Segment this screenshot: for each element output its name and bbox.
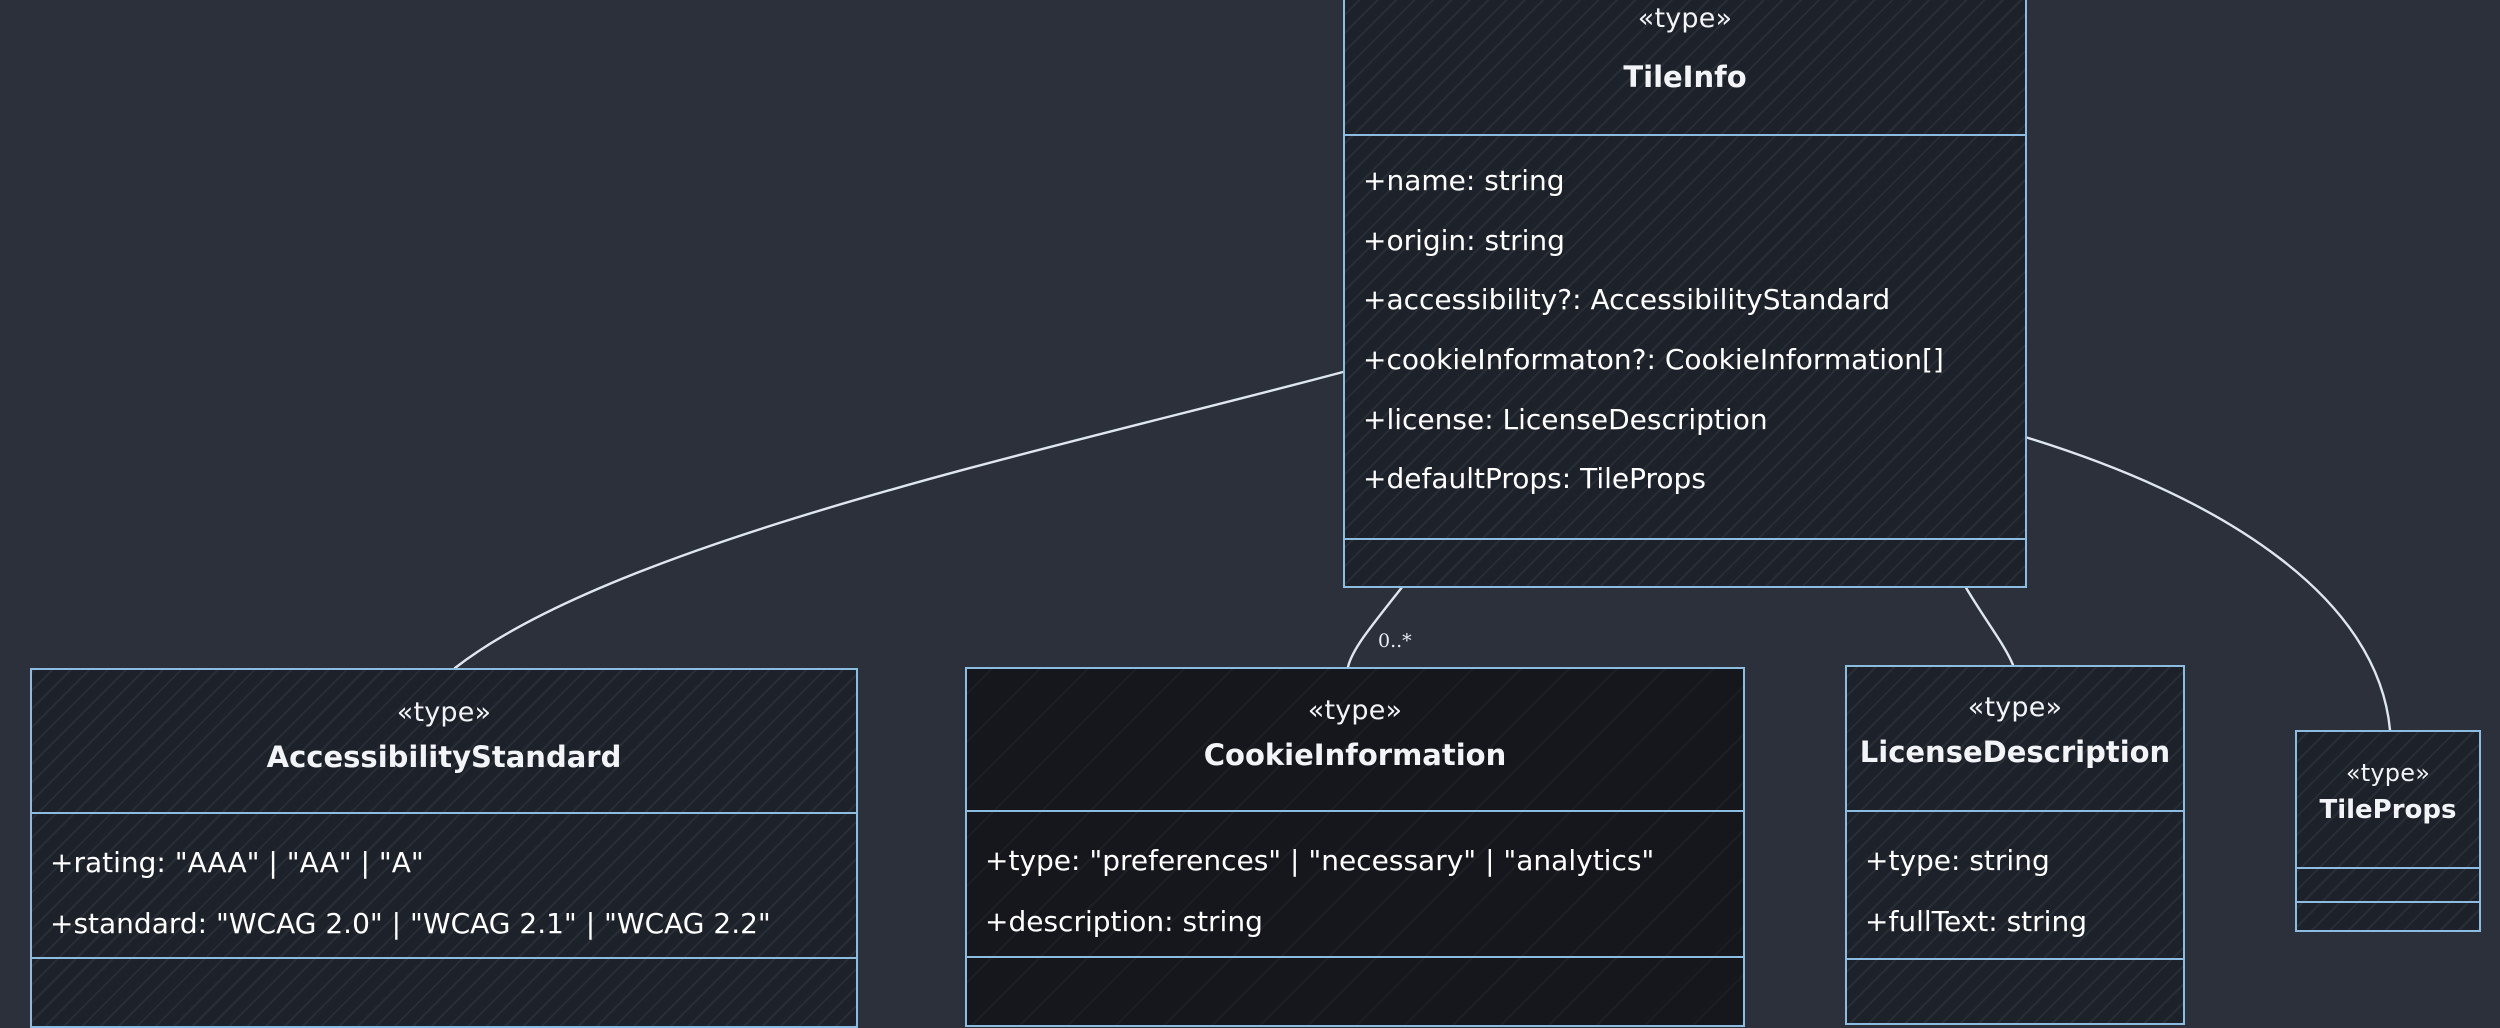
- class-name-label: TileInfo: [1623, 59, 1747, 94]
- uml-class-tileinfo[interactable]: «type» TileInfo +name: string +origin: s…: [1343, 0, 2027, 588]
- class-methods-tileinfo: [1345, 538, 2025, 586]
- class-attributes-tileinfo: +name: string +origin: string +accessibi…: [1345, 134, 2025, 538]
- stereotype-label: «type»: [396, 697, 492, 728]
- class-header-cookieinformation: «type» CookieInformation: [967, 669, 1743, 810]
- uml-class-accessibilitystandard[interactable]: «type» AccessibilityStandard +rating: "A…: [30, 668, 858, 1028]
- multiplicity-label-cookieinformation: 0..*: [1378, 630, 1412, 652]
- class-methods-accessibilitystandard: [32, 957, 856, 1026]
- attribute-row: +cookieInformaton?: CookieInformation[]: [1363, 342, 1944, 376]
- class-name-label: TileProps: [2319, 795, 2457, 826]
- stereotype-label: «type»: [1637, 3, 1733, 34]
- diagram-canvas: 0..* «type» TileInfo +name: string +orig…: [30, 0, 2481, 1028]
- edge-tileinfo-accessibilitystandard: [453, 370, 1345, 670]
- class-header-tileinfo: «type» TileInfo: [1345, 0, 2025, 134]
- attribute-row: +description: string: [985, 904, 1263, 938]
- uml-class-cookieinformation[interactable]: «type» CookieInformation +type: "prefere…: [965, 667, 1745, 1027]
- class-attributes-tileprops: [2297, 867, 2479, 901]
- attribute-row: +origin: string: [1363, 223, 1565, 257]
- class-header-licensedescription: «type» LicenseDescription: [1847, 667, 2183, 810]
- attribute-row: +defaultProps: TileProps: [1363, 462, 1706, 496]
- class-attributes-cookieinformation: +type: "preferences" | "necessary" | "an…: [967, 810, 1743, 956]
- attribute-row: +accessibility?: AccessibilityStandard: [1363, 283, 1891, 317]
- attribute-row: +standard: "WCAG 2.0" | "WCAG 2.1" | "WC…: [50, 906, 771, 940]
- stereotype-label: «type»: [2345, 759, 2431, 787]
- class-header-tileprops: «type» TileProps: [2297, 732, 2479, 867]
- uml-class-licensedescription[interactable]: «type» LicenseDescription +type: string …: [1845, 665, 2185, 1025]
- class-attributes-accessibilitystandard: +rating: "AAA" | "AA" | "A" +standard: "…: [32, 812, 856, 957]
- class-methods-cookieinformation: [967, 956, 1743, 1025]
- class-attributes-licensedescription: +type: string +fullText: string: [1847, 810, 2183, 958]
- attribute-row: +type: "preferences" | "necessary" | "an…: [985, 844, 1655, 877]
- stereotype-label: «type»: [1967, 692, 2063, 723]
- stereotype-label: «type»: [1307, 695, 1403, 726]
- attribute-row: +rating: "AAA" | "AA" | "A": [50, 846, 424, 879]
- attribute-row: +name: string: [1363, 164, 1565, 197]
- attribute-row: +type: string: [1865, 844, 2050, 877]
- class-header-accessibilitystandard: «type» AccessibilityStandard: [32, 670, 856, 812]
- class-name-label: CookieInformation: [1203, 737, 1507, 772]
- class-name-label: AccessibilityStandard: [266, 739, 622, 774]
- class-methods-licensedescription: [1847, 958, 2183, 1023]
- class-methods-tileprops: [2297, 901, 2479, 928]
- class-name-label: LicenseDescription: [1859, 734, 2171, 769]
- edge-tileinfo-licensedescription: [1963, 584, 2015, 667]
- uml-class-tileprops[interactable]: «type» TileProps: [2295, 730, 2481, 932]
- attribute-row: +fullText: string: [1865, 904, 2087, 938]
- attribute-row: +license: LicenseDescription: [1363, 402, 1768, 436]
- edge-tileinfo-cookieinformation: [1346, 584, 1405, 669]
